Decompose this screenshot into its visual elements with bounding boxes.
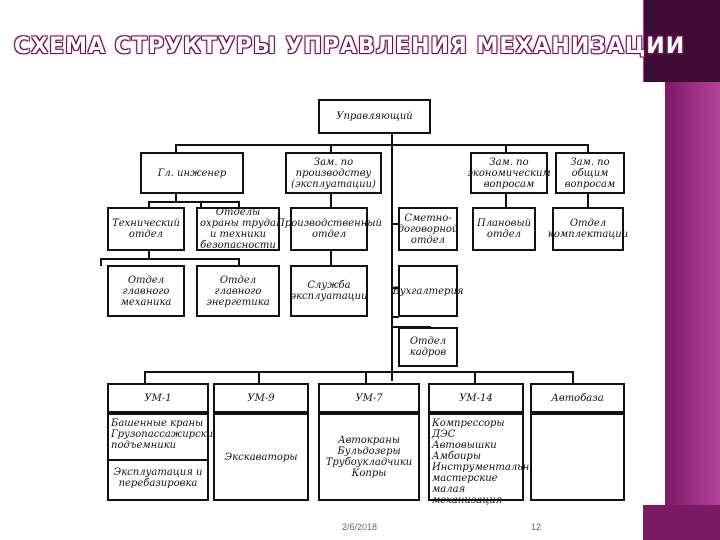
planning-dept-box: Плановый отдел — [472, 207, 536, 251]
unit-um1-items: Башенные краны Грузопассажирские подъемн… — [107, 413, 219, 501]
unit-header-um7: УМ-7 — [318, 383, 420, 413]
connector — [587, 144, 589, 153]
connector — [175, 144, 587, 146]
connector — [474, 371, 476, 383]
unit-item: Башенные краны — [111, 418, 204, 429]
connector — [391, 223, 399, 225]
deputy-economic-box: Зам. по экономическим вопросам — [467, 152, 551, 194]
unit-item: Амбоиры — [432, 451, 481, 462]
chief-engineer-box: Гл. инженер — [140, 152, 244, 194]
unit-divider — [109, 459, 207, 461]
manager-box: Управляющий — [318, 99, 431, 134]
technical-dept-box: Технический отдел — [107, 207, 185, 251]
unit-item: Экскаваторы — [224, 451, 298, 463]
decor-thin-line — [643, 0, 644, 82]
operation-service-box: Служба эксплуатации — [290, 265, 368, 317]
connector — [148, 201, 150, 208]
connector — [148, 250, 150, 259]
connector — [175, 193, 177, 202]
connector — [365, 371, 367, 383]
decor-dark-panel — [643, 0, 720, 82]
connector — [100, 258, 240, 260]
unit-um7-items: Автокраны Бульдозеры Трубоукладчики Копр… — [318, 413, 420, 501]
unit-item: Автокраны — [338, 435, 400, 446]
hr-dept-box: Отдел кадров — [398, 327, 458, 367]
unit-um9-items: Экскаваторы — [213, 413, 309, 501]
connector — [238, 201, 240, 208]
connector — [144, 371, 574, 373]
procurement-dept-box: Отдел комплектации — [548, 207, 628, 251]
unit-item: Бульдозеры — [337, 446, 401, 457]
unit-item: Компрессоры — [432, 418, 505, 429]
connector — [148, 201, 240, 203]
connector — [505, 144, 507, 153]
unit-item: Инструментальные мастерские — [432, 462, 544, 484]
slide-title: СХЕМА СТРУКТУРЫ УПРАВЛЕНИЯ МЕХАНИЗАЦИИ — [14, 34, 686, 59]
estimate-dept-box: Сметно-договорной отдел — [398, 207, 458, 251]
connector — [587, 193, 589, 208]
unit-header-autobase: Автобаза — [530, 383, 625, 413]
connector — [144, 371, 146, 383]
unit-um14-items: Компрессоры ДЭС Автовышки Амбоиры Инстру… — [428, 413, 543, 506]
unit-item: Копры — [351, 468, 387, 479]
unit-header-um9: УМ-9 — [213, 383, 309, 413]
connector — [175, 144, 177, 153]
unit-item: Трубоукладчики — [325, 457, 413, 468]
connector — [391, 133, 393, 381]
deputy-production-box: Зам. по производству (эксплуатации) — [285, 152, 382, 194]
connector — [238, 258, 240, 266]
decor-bottom-panel — [643, 505, 720, 540]
slide-date: 2/6/2018 — [342, 522, 378, 532]
unit-item: малая механизация — [432, 484, 503, 506]
unit-item: Грузопассажирские подъемники — [111, 429, 220, 451]
connector — [330, 250, 332, 266]
chief-mechanic-dept-box: Отдел главного механика — [107, 265, 185, 317]
accounting-box: Бухгалтерия — [392, 265, 464, 317]
chief-power-dept-box: Отдел главного энергетика — [196, 265, 280, 317]
unit-header-um14: УМ-14 — [428, 383, 524, 413]
safety-dept-box: Отделы охраны труда и техники безопаснос… — [196, 207, 280, 251]
connector — [100, 258, 102, 266]
connector — [572, 371, 574, 383]
production-dept-box: Производственный отдел — [276, 207, 382, 251]
unit-item: Автовышки — [432, 440, 497, 451]
unit-extra: Эксплуатация и перебазировка — [113, 467, 203, 489]
connector — [391, 316, 399, 318]
deputy-general-box: Зам. по общим вопросам — [555, 152, 625, 194]
unit-header-um1: УМ-1 — [107, 383, 209, 413]
connector — [330, 144, 332, 153]
connector — [505, 193, 507, 208]
unit-item: ДЭС — [432, 429, 456, 440]
page-number: 12 — [531, 522, 542, 532]
connector — [391, 287, 399, 289]
connector — [200, 201, 202, 208]
decor-accent-panel — [665, 82, 720, 505]
connector — [258, 371, 260, 383]
unit-autobase-items — [530, 413, 625, 501]
connector — [330, 193, 332, 208]
